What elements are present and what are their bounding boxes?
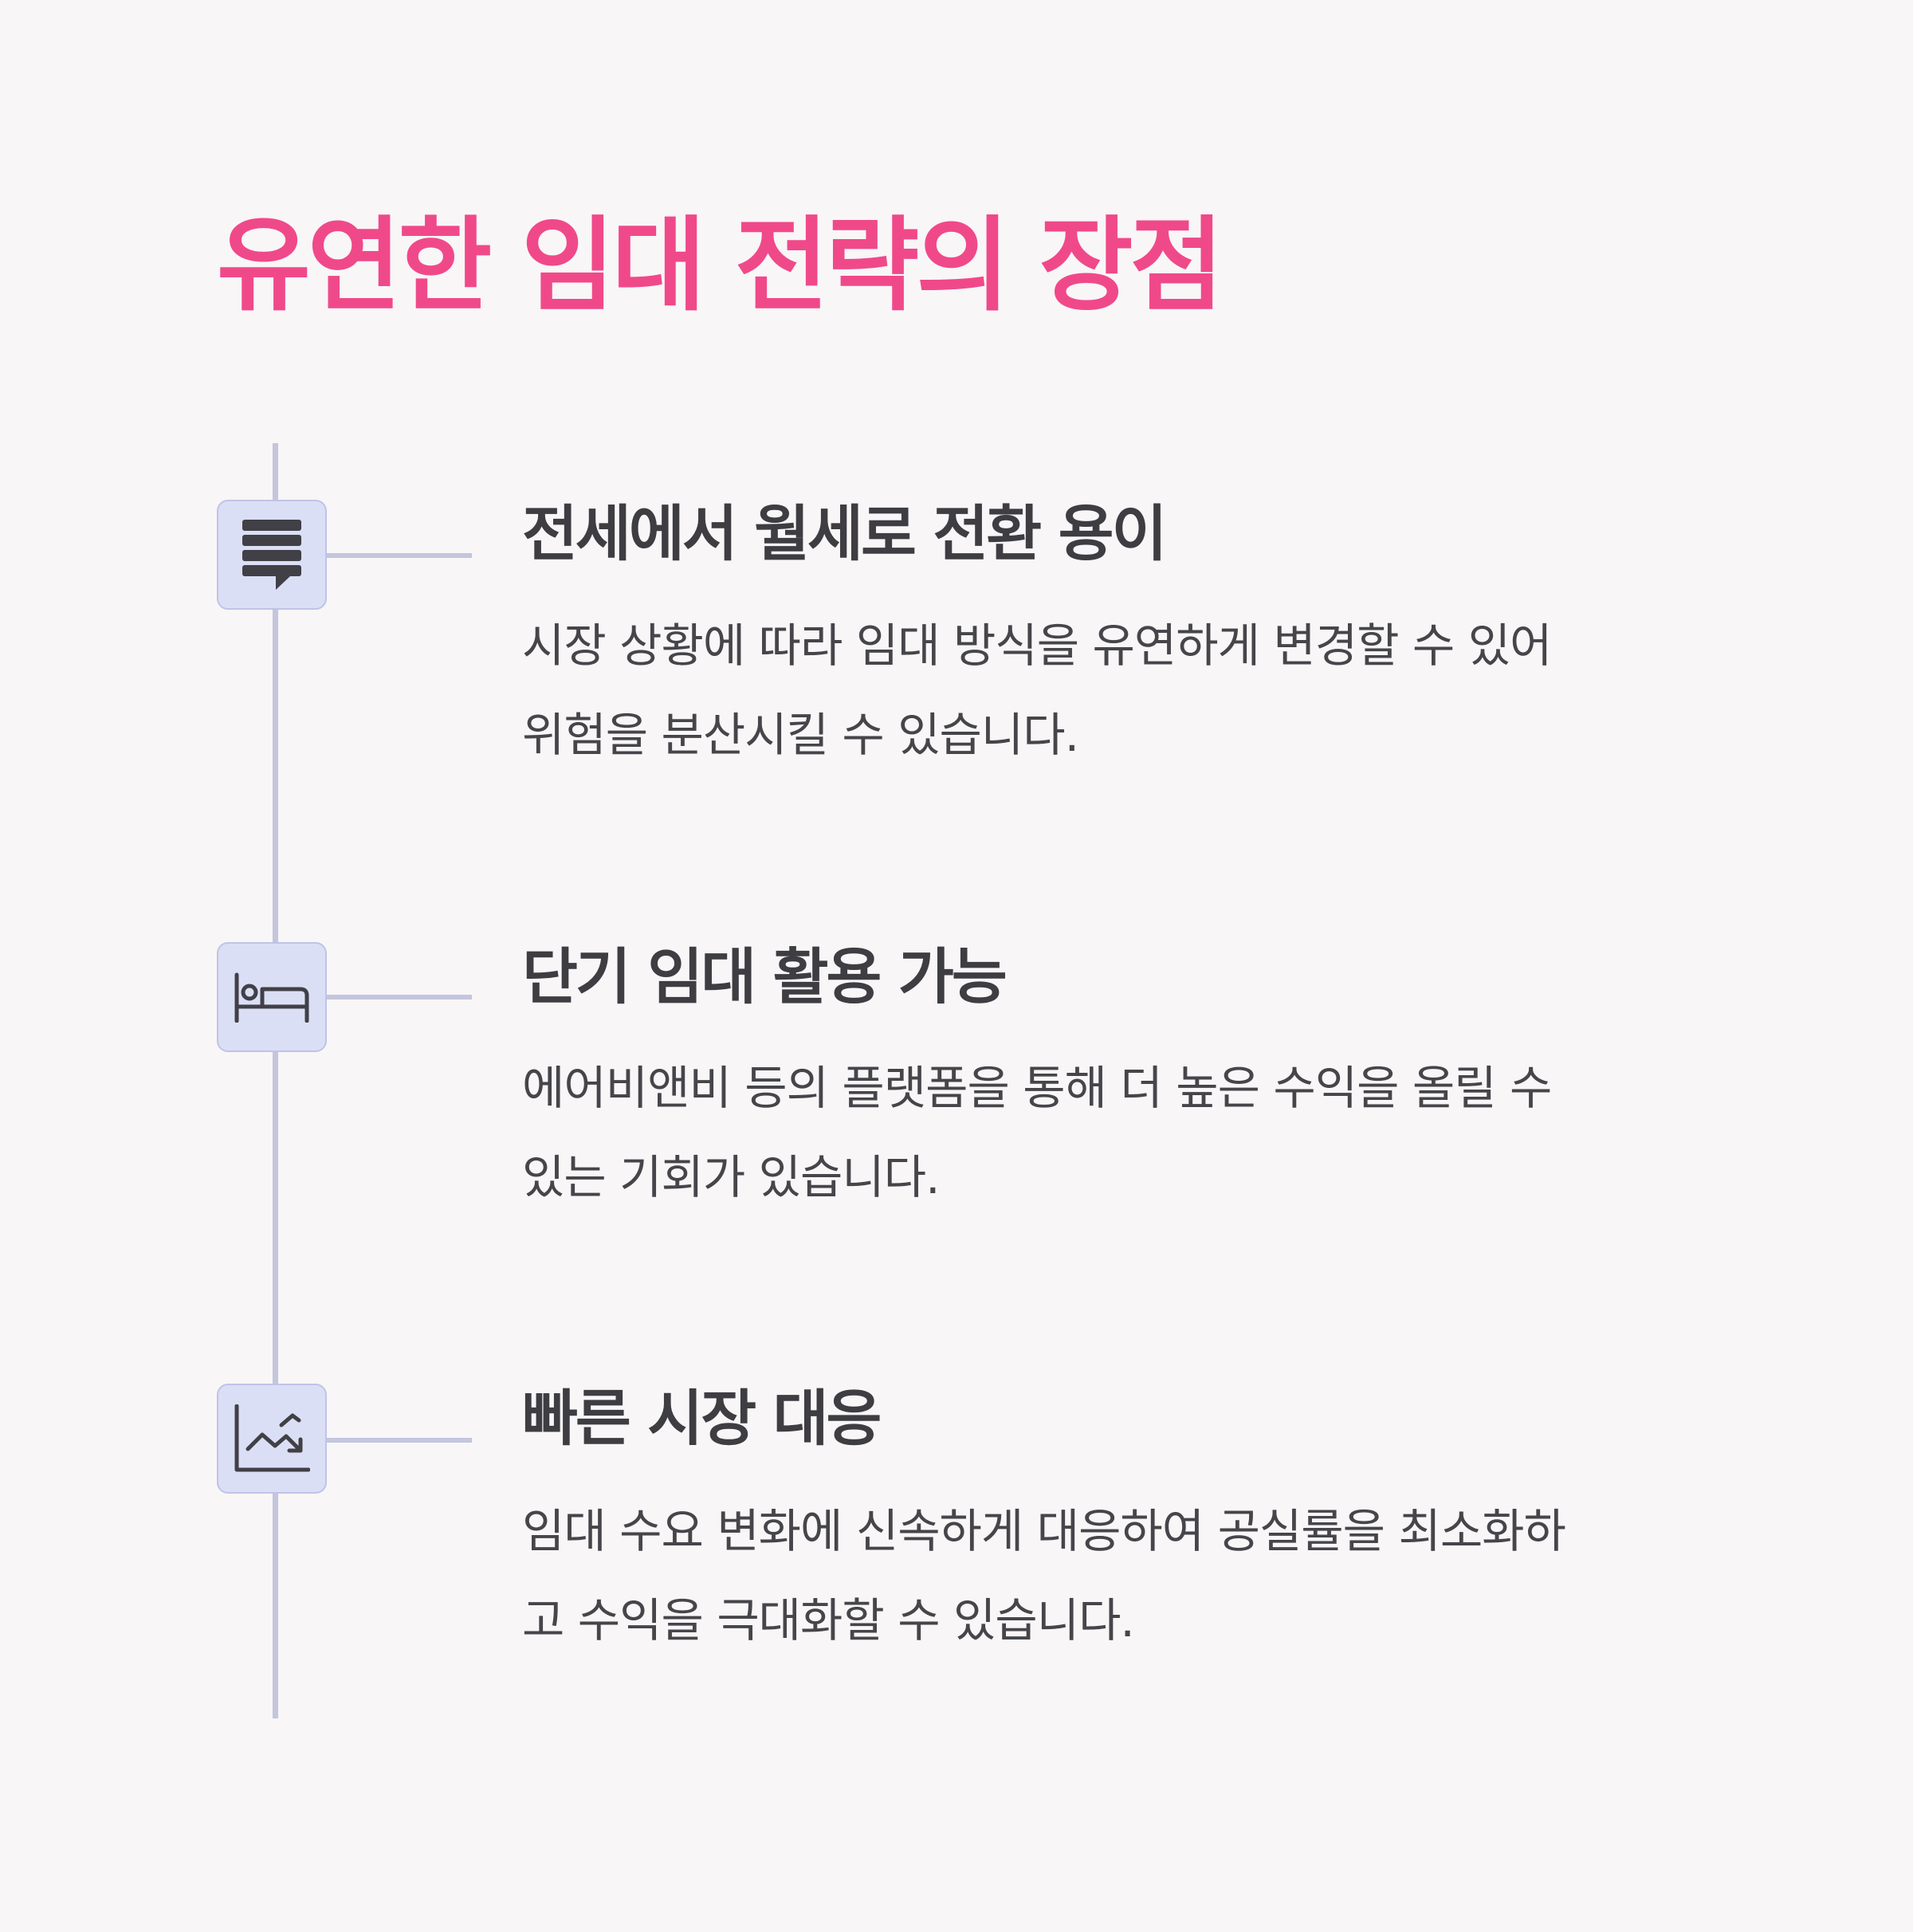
page-title: 유연한 임대 전략의 장점 <box>217 206 1224 325</box>
timeline-connector <box>327 1438 472 1443</box>
item-description-line: 고 수익을 극대화할 수 있습니다. <box>522 1593 1135 1647</box>
message-list-icon <box>242 520 301 590</box>
item-description: 에어비앤비 등의 플랫폼을 통해 더 높은 수익을 올릴 수 있는 기회가 있습… <box>522 1065 1734 1243</box>
icon-box <box>217 1384 327 1494</box>
item-title: 빠른 시장 대응 <box>522 1383 882 1454</box>
icon-box <box>217 942 327 1052</box>
item-title: 단기 임대 활용 가능 <box>522 941 1008 1012</box>
item-description: 시장 상황에 따라 임대 방식을 유연하게 변경할 수 있어 위험을 분산시킬 … <box>522 622 1734 801</box>
item-description-line: 에어비앤비 등의 플랫폼을 통해 더 높은 수익을 올릴 수 <box>522 1061 1552 1115</box>
item-description-line: 있는 기회가 있습니다. <box>522 1150 941 1204</box>
item-title: 전세에서 월세로 전환 용이 <box>522 498 1167 569</box>
timeline-connector <box>327 553 472 558</box>
trend-chart-icon <box>234 1404 310 1472</box>
item-description-line: 위험을 분산시킬 수 있습니다. <box>522 708 1079 762</box>
item-description-line: 시장 상황에 따라 임대 방식을 유연하게 변경할 수 있어 <box>522 618 1552 673</box>
timeline-connector <box>327 995 472 999</box>
icon-box <box>217 500 327 610</box>
bed-icon <box>234 972 309 1023</box>
timeline-line <box>273 443 278 1718</box>
item-description-line: 임대 수요 변화에 신속하게 대응하여 공실률을 최소화하 <box>522 1504 1566 1558</box>
item-description: 임대 수요 변화에 신속하게 대응하여 공실률을 최소화하 고 수익을 극대화할… <box>522 1508 1734 1687</box>
